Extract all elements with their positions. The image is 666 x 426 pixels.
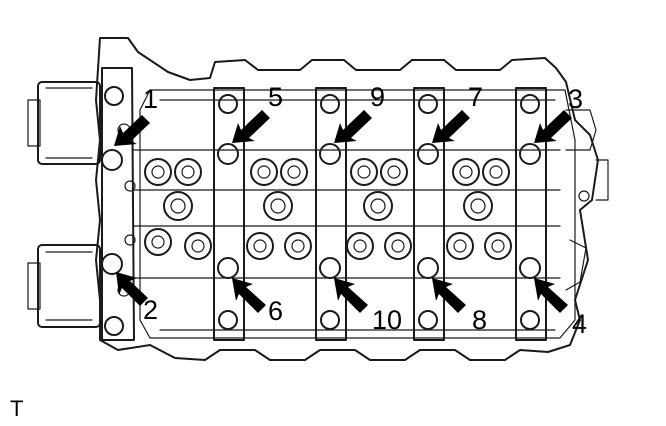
arrow-bolt-1: [114, 115, 150, 146]
spark-plug-wells: [163, 191, 493, 221]
head-inner: [139, 89, 576, 339]
bolt-label-6: 6: [268, 296, 284, 326]
upper-valve-lifters: [144, 158, 510, 186]
bolt-label-10: 10: [372, 305, 403, 335]
bolt-label-5: 5: [268, 82, 284, 112]
bolt-label-9: 9: [370, 82, 386, 112]
upper-sprocket-housing: [27, 81, 101, 165]
arrow-bolt-9: [334, 110, 372, 143]
arrow-bolt-10: [334, 278, 368, 313]
bolt-label-4: 4: [572, 309, 588, 339]
bolt-label-8: 8: [472, 305, 488, 335]
arrow-bolt-2: [116, 272, 148, 306]
bearing-cap-column-4: [515, 87, 547, 341]
intake-camshaft: [133, 149, 561, 191]
bolt-label-7: 7: [468, 82, 484, 112]
corner-mark: T: [10, 396, 24, 421]
lower-sprocket-housing: [27, 244, 101, 328]
arrow-bolt-4: [534, 278, 568, 313]
bearing-cap-column-3: [413, 87, 445, 341]
lower-valve-lifters: [144, 228, 512, 260]
arrow-bolt-3: [534, 110, 572, 143]
bolt-label-1: 1: [143, 84, 159, 114]
exhaust-camshaft: [133, 225, 561, 279]
arrow-bolt-8: [432, 278, 466, 313]
bolt-label-2: 2: [143, 295, 159, 325]
arrow-bolt-6: [232, 278, 266, 313]
left-bearing-cap: [101, 67, 136, 341]
arrow-bolt-5: [232, 110, 270, 143]
bolt-label-3: 3: [568, 84, 584, 114]
bearing-cap-column-1: [213, 87, 245, 341]
bearing-cap-column-2: [315, 87, 347, 341]
pointer-arrows: [114, 110, 572, 313]
right-end-detail: [565, 109, 609, 291]
arrow-bolt-7: [432, 110, 470, 143]
